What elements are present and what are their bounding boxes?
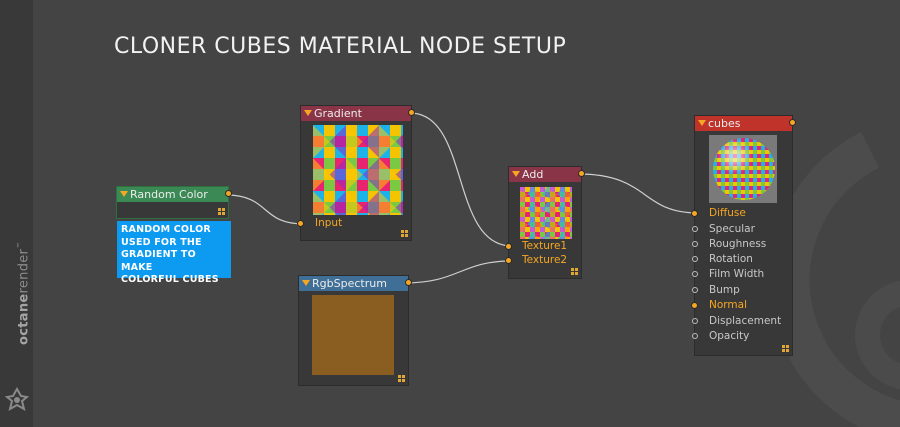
collapse-triangle-icon[interactable]: [302, 280, 310, 286]
material-preview-image: [709, 135, 777, 203]
random-color-node-title: Random Color: [130, 188, 208, 201]
add-texture1-pin[interactable]: [505, 243, 512, 250]
sidebar: octanerender™: [0, 0, 33, 427]
material-node-header[interactable]: cubes: [695, 116, 796, 131]
add-node-header[interactable]: Add: [509, 167, 585, 182]
gradient-node-header[interactable]: Gradient: [301, 106, 415, 121]
rgbspectrum-output-pin[interactable]: [405, 279, 412, 286]
displacement-label: Displacement: [709, 315, 782, 327]
rgbspectrum-node-title: RgbSpectrum: [312, 277, 387, 290]
add-texture2-label: Texture2: [522, 254, 568, 266]
normal-label: Normal: [709, 299, 747, 311]
wire-rgbspectrum-to-texture2: [402, 260, 513, 284]
displacement-pin[interactable]: [692, 318, 698, 324]
rotation-label: Rotation: [709, 253, 753, 265]
octane-render-brand: octanerender™: [16, 241, 32, 345]
note-line: GRADIENT TO MAKE: [121, 249, 196, 273]
material-pin-row[interactable]: Specular: [692, 222, 792, 237]
collapse-triangle-icon[interactable]: [120, 191, 128, 197]
add-output-pin[interactable]: [578, 170, 585, 177]
collapse-triangle-icon[interactable]: [512, 171, 520, 177]
add-node-title: Add: [522, 168, 544, 181]
bump-label: Bump: [709, 284, 740, 296]
random-color-node[interactable]: Random Color: [116, 186, 232, 219]
specular-label: Specular: [709, 223, 755, 235]
material-output-pin[interactable]: [789, 119, 796, 126]
bump-pin[interactable]: [692, 287, 698, 293]
gradient-node[interactable]: Gradient Input: [297, 105, 415, 241]
rgbspectrum-node[interactable]: RgbSpectrum: [298, 275, 412, 386]
material-pin-row[interactable]: Normal: [691, 298, 792, 313]
add-node[interactable]: Add Texture1 Texture2: [505, 166, 585, 279]
gradient-output-pin[interactable]: [408, 109, 415, 116]
wire-add-to-diffuse: [577, 173, 699, 214]
resize-handle-icon[interactable]: [401, 230, 408, 237]
resize-handle-icon[interactable]: [782, 345, 789, 352]
material-pin-row[interactable]: Diffuse: [691, 206, 792, 221]
diffuse-pin[interactable]: [691, 210, 698, 217]
annotation-note: RANDOM COLOR USED FOR THE GRADIENT TO MA…: [117, 221, 231, 285]
wire-randomcolor-to-gradient-input: [225, 194, 305, 225]
collapse-triangle-icon[interactable]: [698, 120, 706, 126]
material-preview-sphere: [713, 138, 775, 200]
random-color-node-header[interactable]: Random Color: [117, 187, 232, 202]
add-texture1-label: Texture1: [522, 240, 568, 252]
material-pin-row[interactable]: Bump: [692, 283, 792, 298]
rotation-pin[interactable]: [692, 256, 698, 262]
note-line: RANDOM COLOR: [121, 224, 211, 235]
rgbspectrum-node-header[interactable]: RgbSpectrum: [299, 276, 412, 291]
specular-pin[interactable]: [692, 226, 698, 232]
roughness-pin[interactable]: [692, 241, 698, 247]
film-width-pin[interactable]: [692, 271, 698, 277]
note-line: USED FOR THE: [121, 236, 202, 248]
wire-gradient-to-texture1: [409, 112, 513, 247]
gradient-input-pin[interactable]: [297, 220, 304, 227]
diffuse-label: Diffuse: [709, 207, 746, 219]
octane-watermark-icon: [790, 132, 900, 427]
opacity-pin[interactable]: [692, 333, 698, 339]
material-pin-row[interactable]: Film Width: [692, 267, 792, 282]
spectrum-color-swatch: [312, 295, 394, 375]
normal-pin[interactable]: [691, 302, 698, 309]
material-pin-row[interactable]: Opacity: [692, 329, 792, 344]
material-pin-row[interactable]: Displacement: [692, 314, 792, 329]
material-node[interactable]: cubes Diffuse Specular Roughness Rotatio…: [691, 115, 796, 356]
material-node-title: cubes: [708, 117, 741, 130]
gradient-input-label: Input: [315, 217, 343, 229]
roughness-label: Roughness: [709, 238, 767, 250]
collapse-triangle-icon[interactable]: [304, 110, 312, 116]
add-texture2-pin[interactable]: [505, 257, 512, 264]
resize-handle-icon[interactable]: [218, 208, 225, 215]
octane-logo-icon: [5, 387, 29, 412]
page-title: CLONER CUBES MATERIAL NODE SETUP: [114, 34, 567, 59]
resize-handle-icon[interactable]: [571, 268, 578, 275]
resize-handle-icon[interactable]: [398, 375, 405, 382]
gradient-node-title: Gradient: [314, 107, 362, 120]
material-pin-row[interactable]: Roughness: [692, 237, 792, 252]
gradient-preview-overlay: [313, 125, 403, 215]
material-pin-row[interactable]: Rotation: [692, 252, 792, 267]
random-color-output-pin[interactable]: [225, 190, 232, 197]
opacity-label: Opacity: [709, 330, 750, 342]
add-preview-overlay: [520, 187, 572, 239]
film-width-label: Film Width: [709, 268, 765, 280]
note-line: COLORFUL CUBES: [121, 274, 219, 285]
